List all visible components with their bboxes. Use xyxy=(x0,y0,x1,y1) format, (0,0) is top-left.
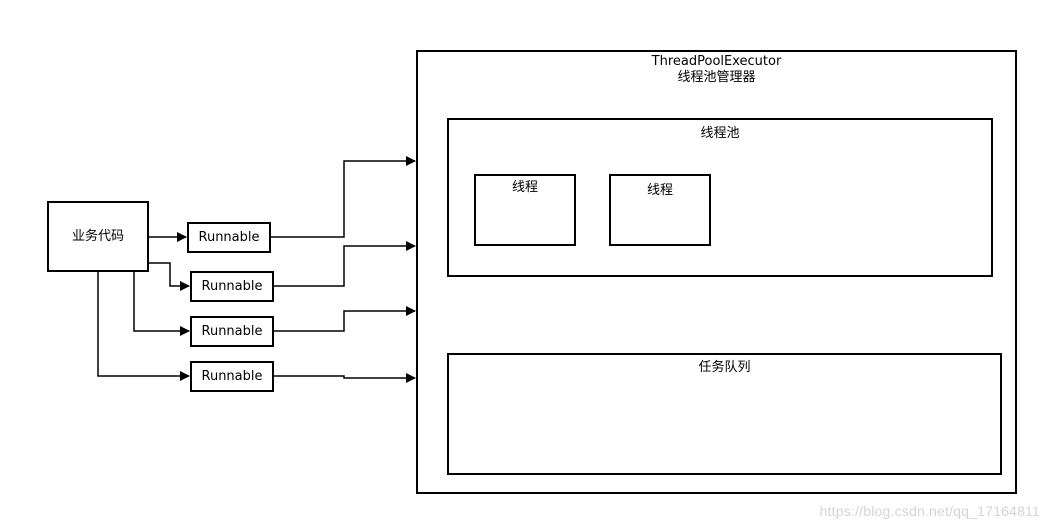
edge-runnable-4-to-executor xyxy=(273,373,416,383)
executor-title-line1: ThreadPoolExecutor xyxy=(651,54,782,69)
runnable-label: Runnable xyxy=(198,229,260,245)
thread-label: 线程 xyxy=(646,183,673,198)
thread-node: 线程 xyxy=(474,174,576,246)
business-code-node: 业务代码 xyxy=(47,201,149,272)
task-queue-node: 任务队列 xyxy=(447,353,1002,475)
runnable-label: Runnable xyxy=(201,323,263,339)
edge-runnable-2-to-executor xyxy=(273,241,416,287)
runnable-node: Runnable xyxy=(190,316,274,347)
runnable-node: Runnable xyxy=(187,222,271,253)
executor-title-line2: 线程池管理器 xyxy=(677,70,756,85)
edge-code-to-runnable-4 xyxy=(97,270,190,381)
watermark-text: https://blog.csdn.net/qq_17164811 xyxy=(819,503,1040,519)
runnable-node: Runnable xyxy=(190,271,274,302)
runnable-label: Runnable xyxy=(201,368,263,384)
edge-runnable-3-to-executor xyxy=(273,306,416,332)
edge-code-to-runnable-2 xyxy=(148,262,190,291)
thread-pool-title: 线程池 xyxy=(700,126,740,141)
business-code-label: 业务代码 xyxy=(71,228,124,244)
runnable-label: Runnable xyxy=(201,278,263,294)
thread-label: 线程 xyxy=(511,180,538,195)
task-queue-title: 任务队列 xyxy=(698,360,751,375)
thread-pool-executor-node: ThreadPoolExecutor 线程池管理器 xyxy=(416,50,1017,494)
edge-code-to-runnable-3 xyxy=(133,270,190,336)
thread-node: 线程 xyxy=(609,174,711,246)
executor-title: ThreadPoolExecutor 线程池管理器 xyxy=(418,54,1015,86)
edge-runnable-1-to-executor xyxy=(270,156,416,238)
runnable-node: Runnable xyxy=(190,361,274,392)
